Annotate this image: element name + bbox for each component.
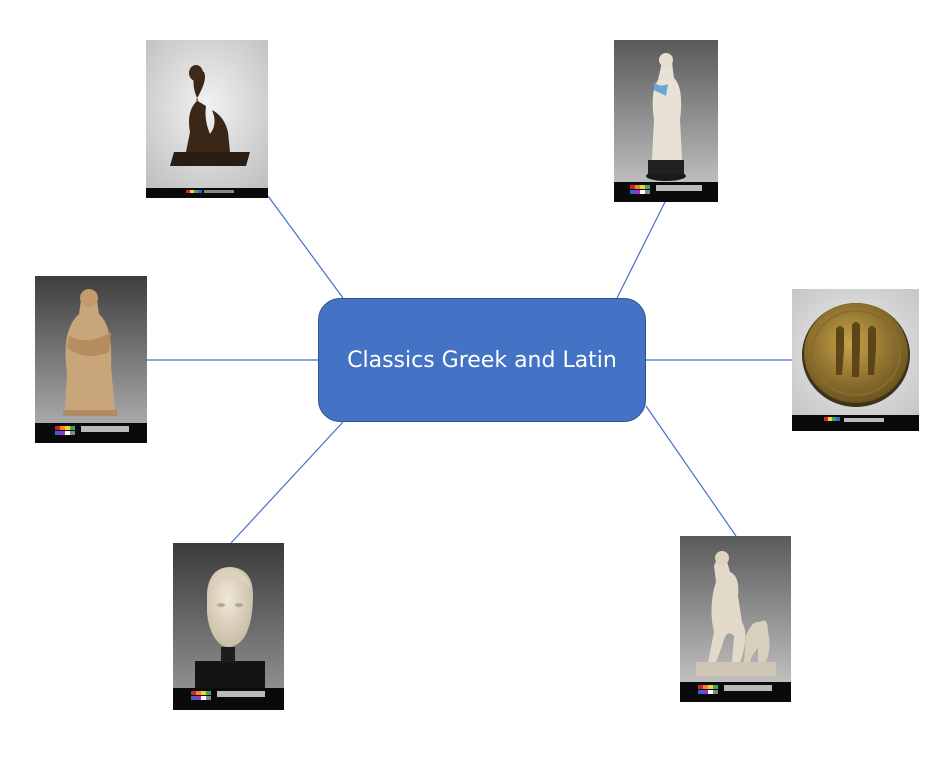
marble-head-photo[interactable] bbox=[173, 543, 284, 710]
bronze-seated-boy-statuette-photo[interactable] bbox=[146, 40, 268, 198]
connector-top-left bbox=[267, 195, 344, 299]
connector-top-right bbox=[616, 201, 666, 299]
marble-huntress-with-dog-photo[interactable] bbox=[680, 536, 791, 702]
connector-bottom-right bbox=[645, 405, 737, 537]
connector-bottom-left bbox=[230, 421, 344, 544]
center-topic-node[interactable]: Classics Greek and Latin bbox=[318, 298, 646, 422]
terracotta-woman-statuette-photo[interactable] bbox=[614, 40, 718, 202]
draped-woman-figurine-photo[interactable] bbox=[35, 276, 147, 443]
center-topic-label: Classics Greek and Latin bbox=[347, 347, 617, 373]
gilded-relief-mirror-disk-photo[interactable] bbox=[792, 289, 919, 431]
